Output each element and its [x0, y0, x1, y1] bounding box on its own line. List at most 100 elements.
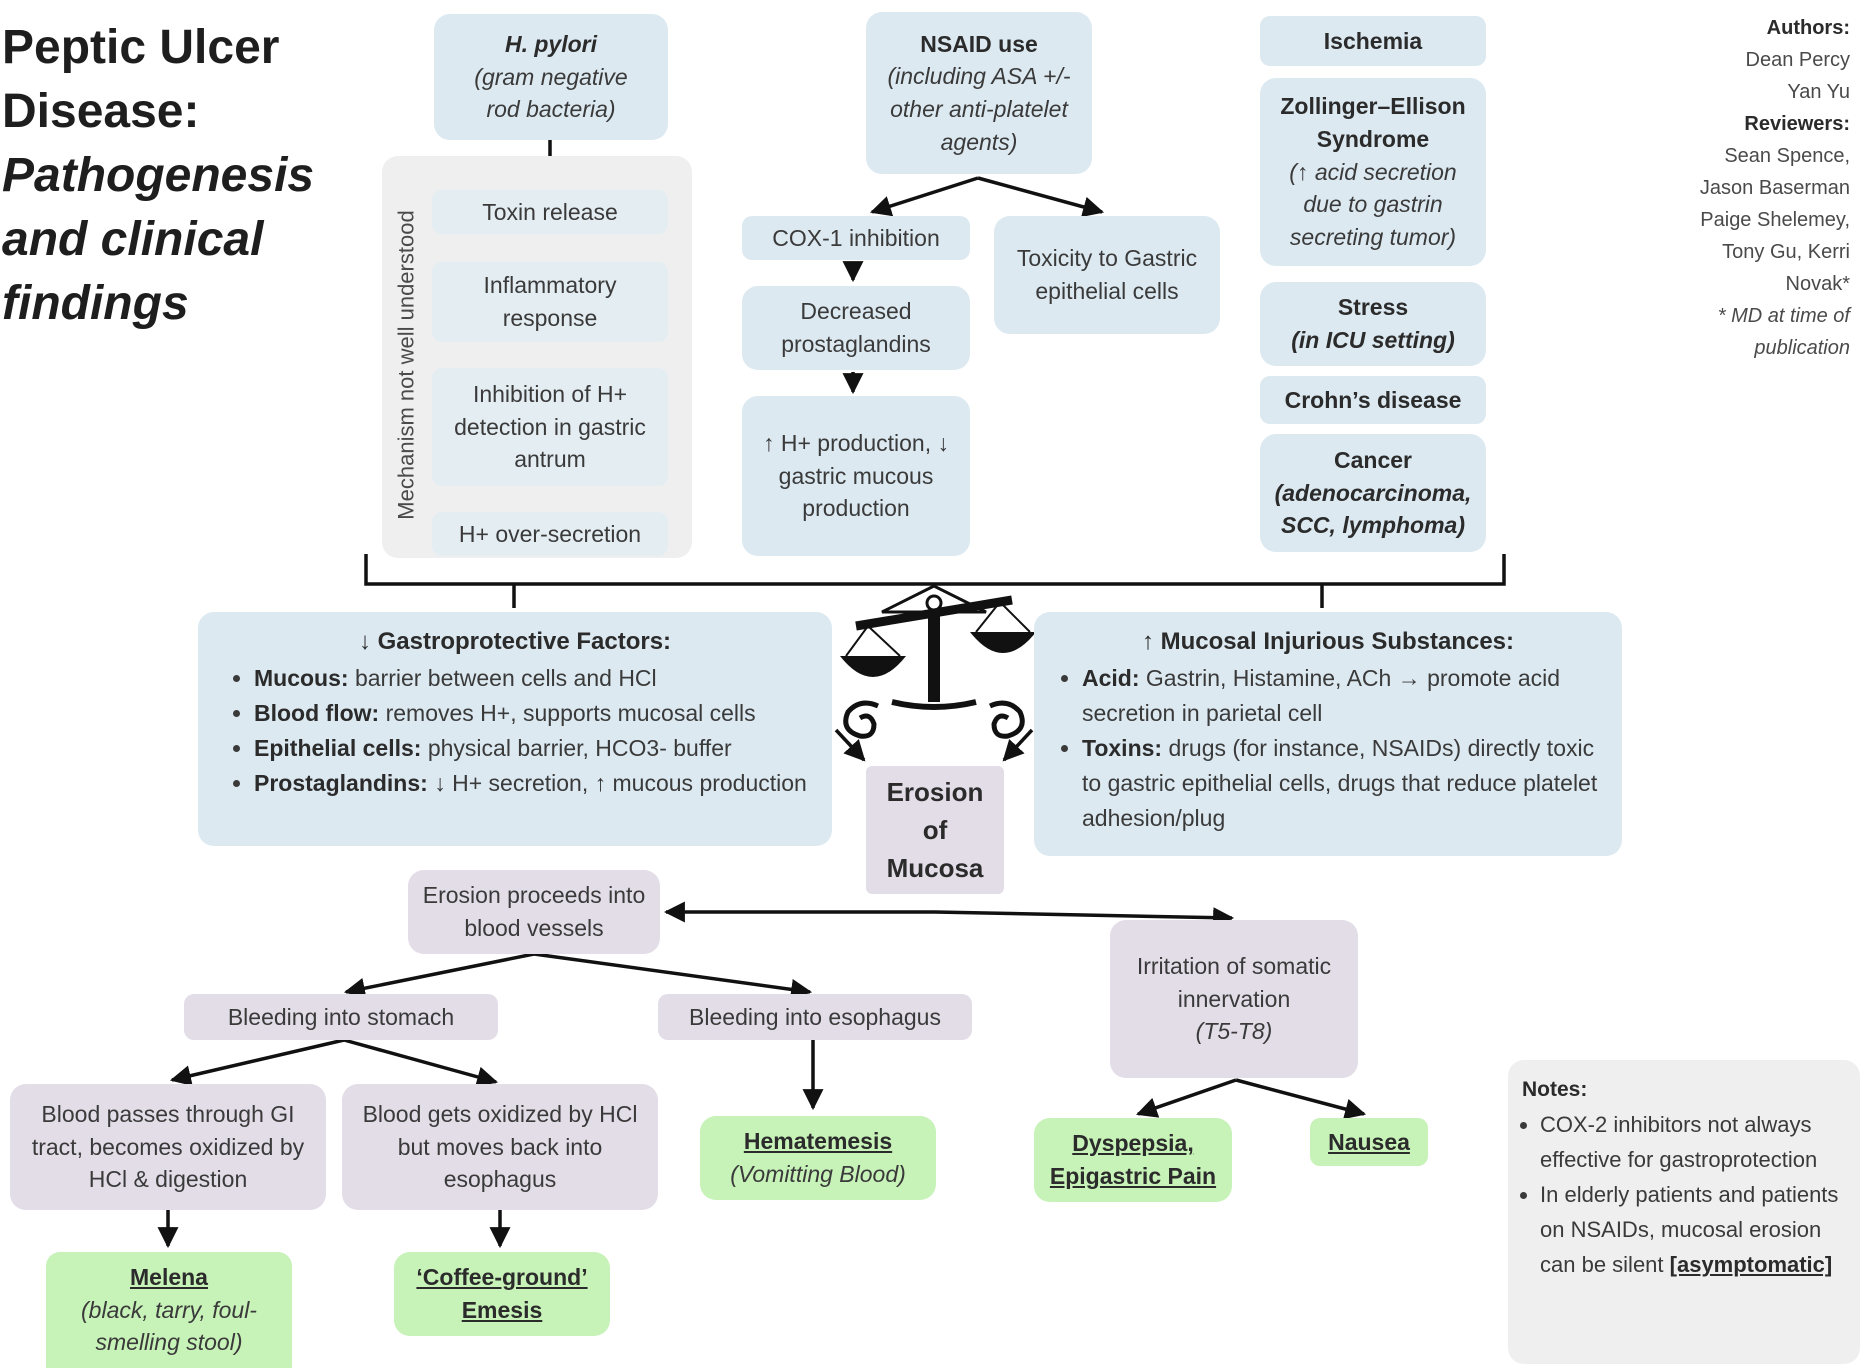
nsaid-step-text: ↑ H+ production, ↓ gastric mucous produc… [762, 430, 949, 522]
nsaid-desc: (including ASA +/- other anti-platelet a… [887, 63, 1071, 155]
outcome-level: (T5-T8) [1195, 1018, 1273, 1045]
factor-term: Blood flow: [254, 700, 380, 726]
factor-term: Epithelial cells: [254, 735, 422, 761]
reviewer-name: Sean Spence, [1724, 145, 1850, 167]
note-text: In elderly patients and patients on NSAI… [1540, 1182, 1839, 1277]
finding-desc: (black, tarry, foul-smelling stool) [81, 1296, 257, 1356]
list-item: In elderly patients and patients on NSAI… [1540, 1177, 1846, 1282]
arrow [343, 1038, 499, 1088]
finding-hematemesis: Hematemesis (Vomitting Blood) [700, 1116, 936, 1200]
gastroprotective-heading: ↓ Gastroprotective Factors: [358, 628, 672, 655]
outcome-text: Bleeding into esophagus [689, 1003, 941, 1030]
hpylori-step: Inhibition of H+ detection in gastric an… [432, 368, 668, 486]
hpylori-step-text: H+ over-secretion [458, 520, 642, 547]
factor-text: physical barrier, HCO3- buffer [421, 735, 732, 761]
note-emphasis: [asymptomatic] [1669, 1252, 1833, 1277]
title-subtitle-line: findings [2, 277, 189, 330]
outcome-blood-vessels: Erosion proceeds into blood vessels [408, 870, 660, 954]
factor-term: Mucous: [254, 665, 349, 691]
finding-name: ‘Coffee-ground’ Emesis [416, 1264, 588, 1323]
cause-crohns-text: Crohn’s disease [1284, 386, 1462, 413]
outcome-text: Blood gets oxidized by HCl but moves bac… [362, 1101, 638, 1193]
mechanism-label-text: Mechanism not well understood [394, 210, 420, 520]
cause-zes: Zollinger–Ellison Syndrome (↑ acid secre… [1260, 78, 1486, 266]
list-item: COX-2 inhibitors not always effective fo… [1540, 1107, 1846, 1177]
finding-dyspepsia: Dyspepsia, Epigastric Pain [1034, 1118, 1232, 1202]
gastroprotective-panel: ↓ Gastroprotective Factors: Mucous: barr… [198, 612, 832, 846]
cause-ischemia: Ischemia [1260, 16, 1486, 66]
hpylori-step-text: Inhibition of H+ detection in gastric an… [454, 381, 646, 473]
author-name: Yan Yu [1787, 81, 1850, 103]
list-item: Mucous: barrier between cells and HCl [254, 661, 816, 696]
balance-scale-icon [834, 584, 1036, 762]
bracket [364, 554, 1506, 586]
nsaid-step: Decreased prostaglandins [742, 286, 970, 370]
list-item: Blood flow: removes H+, supports mucosal… [254, 696, 816, 731]
cause-zes-desc: (↑ acid secretion due to gastrin secreti… [1289, 158, 1457, 250]
hpylori-step-text: Inflammatory response [483, 272, 617, 331]
cause-cancer-name: Cancer [1334, 447, 1412, 474]
page-title: Peptic Ulcer Disease: Pathogenesis and c… [2, 16, 322, 336]
credits: Authors: Dean Percy Yan Yu Reviewers: Se… [1650, 12, 1850, 364]
outcome-text: Blood passes through GI tract, becomes o… [31, 1101, 305, 1193]
list-item: Acid: Gastrin, Histamine, ACh → promote … [1082, 661, 1606, 731]
factor-text: removes H+, supports mucosal cells [379, 700, 756, 726]
nsaid-toxicity-text: Toxicity to Gastric epithelial cells [1016, 245, 1198, 304]
erosion-box: Erosion of Mucosa [866, 766, 1004, 894]
substance-text: drugs (for instance, NSAIDs) directly to… [1082, 735, 1598, 831]
erosion-text: Erosion of Mucosa [886, 777, 984, 883]
cause-ischemia-text: Ischemia [1323, 27, 1423, 54]
outcome-stomach: Bleeding into stomach [184, 994, 498, 1040]
authors-heading: Authors: [1766, 17, 1850, 39]
arrow [343, 952, 535, 999]
factor-text: ↓ H+ secretion, ↑ mucous production [427, 770, 807, 796]
substance-text: Gastrin, Histamine, ACh → promote acid s… [1082, 665, 1561, 726]
arrow [533, 952, 813, 1000]
footnote-line: * MD at time of [1717, 305, 1850, 327]
mechanism-label: Mechanism not well understood [392, 170, 422, 560]
nsaid-name: NSAID use [920, 30, 1038, 57]
list-item: Prostaglandins: ↓ H+ secretion, ↑ mucous… [254, 766, 816, 801]
finding-name: Hematemesis [743, 1128, 893, 1155]
hpylori-step: H+ over-secretion [432, 512, 668, 556]
outcome-oxidized: Blood gets oxidized by HCl but moves bac… [342, 1084, 658, 1210]
hpylori-box: H. pylori (gram negative rod bacteria) [434, 14, 668, 140]
nsaid-step-text: COX-1 inhibition [772, 224, 940, 251]
reviewer-name: Paige Shelemey, [1700, 209, 1850, 231]
nsaid-toxicity: Toxicity to Gastric epithelial cells [994, 216, 1220, 334]
finding-melena: Melena (black, tarry, foul-smelling stoo… [46, 1252, 292, 1368]
hpylori-desc-line: (gram negative [474, 63, 628, 90]
gastroprotective-list: Mucous: barrier between cells and HCl Bl… [214, 661, 816, 801]
cause-stress: Stress (in ICU setting) [1260, 282, 1486, 366]
hpylori-name: H. pylori [504, 31, 597, 58]
list-item: Epithelial cells: physical barrier, HCO3… [254, 731, 816, 766]
substance-term: Acid: [1082, 665, 1140, 691]
cause-crohns: Crohn’s disease [1260, 376, 1486, 424]
factor-text: barrier between cells and HCl [348, 665, 657, 691]
finding-coffee-ground-emesis: ‘Coffee-ground’ Emesis [394, 1252, 610, 1336]
list-item: Toxins: drugs (for instance, NSAIDs) dir… [1082, 731, 1606, 836]
arrow [870, 176, 979, 217]
arrow [934, 907, 1235, 929]
arrow [977, 176, 1105, 218]
arrow [1136, 1078, 1237, 1118]
outcome-irritation: Irritation of somatic innervation (T5-T8… [1110, 920, 1358, 1078]
injurious-list: Acid: Gastrin, Histamine, ACh → promote … [1050, 661, 1606, 836]
notes-heading: Notes: [1522, 1078, 1588, 1101]
title-line: Disease: [2, 85, 200, 138]
finding-name: Nausea [1328, 1128, 1410, 1155]
finding-nausea: Nausea [1310, 1118, 1428, 1166]
arrow [1235, 1078, 1367, 1120]
injurious-heading: ↑ Mucosal Injurious Substances: [1141, 628, 1515, 655]
cause-stress-desc: (in ICU setting) [1291, 327, 1455, 353]
outcome-text: Irritation of somatic innervation [1136, 953, 1332, 1012]
finding-desc: (Vomitting Blood) [730, 1161, 906, 1187]
arrow [169, 1038, 345, 1086]
hpylori-step: Toxin release [432, 190, 668, 234]
finding-name: Dyspepsia, Epigastric Pain [1049, 1130, 1217, 1189]
outcome-gi-tract: Blood passes through GI tract, becomes o… [10, 1084, 326, 1210]
outcome-text: Bleeding into stomach [227, 1003, 455, 1030]
title-subtitle-line: and clinical [2, 213, 264, 266]
factor-term: Prostaglandins: [254, 770, 428, 796]
